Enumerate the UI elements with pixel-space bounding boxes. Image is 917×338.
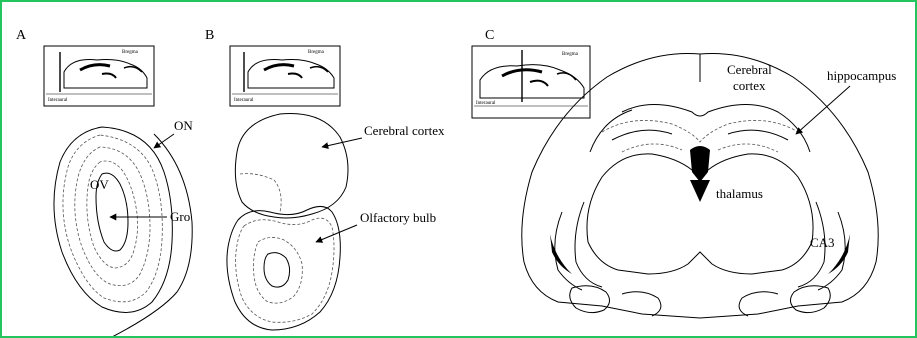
inset-c-interaural-label: Interaural: [476, 101, 496, 106]
brain-coronal-c: [522, 53, 878, 318]
label-gro: Gro: [170, 209, 190, 224]
label-ca3: CA3: [810, 235, 835, 250]
panel-label-a: A: [16, 28, 27, 43]
label-on: ON: [174, 118, 193, 133]
inset-b-interaural-label: Interaural: [234, 98, 254, 103]
label-ov: OV: [90, 177, 109, 192]
label-cerebral-c-line1: Cerebral: [727, 62, 772, 77]
inset-a-bregma-label: Bregma: [122, 50, 139, 55]
forebrain-coronal-b: [227, 113, 348, 330]
olfactory-bulb-coronal-a: [54, 127, 192, 336]
panel-label-b: B: [205, 28, 214, 43]
inset-b-bregma-label: Bregma: [308, 50, 325, 55]
arrow-bulb-b: [316, 225, 357, 242]
arrow-cortex-b: [322, 138, 362, 147]
inset-a-interaural-label: Interaural: [48, 98, 68, 103]
label-olfactory-bulb-b: Olfactory bulb: [360, 210, 436, 225]
panel-label-c: C: [485, 28, 494, 43]
label-hippocampus: hippocampus: [827, 68, 896, 83]
arrow-hippocampus: [796, 86, 850, 134]
label-cerebral-cortex-b: Cerebral cortex: [364, 123, 445, 138]
inset-c-bregma-label: Bregma: [562, 52, 579, 57]
label-thalamus: thalamus: [716, 186, 763, 201]
sagittal-inset-a: Interaural Bregma: [44, 46, 154, 106]
sagittal-inset-b: Interaural Bregma: [230, 46, 340, 106]
label-cerebral-c-line2: cortex: [733, 78, 766, 93]
